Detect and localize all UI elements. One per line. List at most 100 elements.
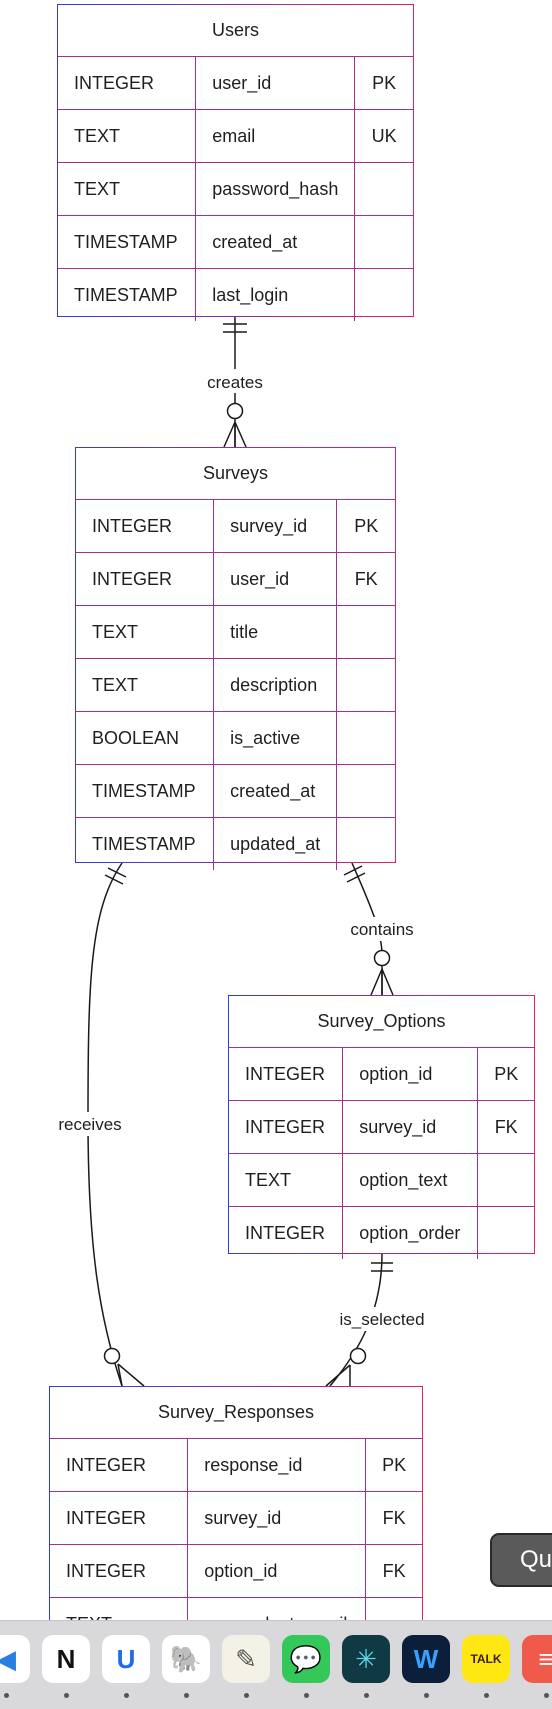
column-key-cell: FK [382, 1560, 406, 1581]
table-title: Users [58, 5, 413, 57]
notion-icon[interactable]: N [42, 1635, 90, 1683]
evernote-icon[interactable]: 🐘 [162, 1635, 210, 1683]
column-name-cell: created_at [196, 216, 356, 268]
column-key-cell: FK [382, 1507, 406, 1528]
rel-contains-one-mark-2 [346, 872, 366, 883]
column-type-cell: TEXT [58, 110, 197, 162]
column-type-cell: INTEGER [50, 1439, 189, 1491]
kakaotalk-icon[interactable]: TALK [462, 1635, 510, 1683]
column-key-cell [355, 163, 413, 215]
column-name-cell: title [214, 606, 338, 658]
vscode-icon[interactable]: ◀ [0, 1635, 30, 1683]
column-key-cell: FK [354, 568, 378, 589]
table-row[interactable]: TEXTrespondent_email [50, 1598, 422, 1625]
app-partial-icon[interactable]: ≡ [522, 1635, 552, 1683]
rel-contains-many-mark [370, 968, 394, 996]
rel-receives-one-mark-2 [104, 874, 124, 885]
column-type-cell: TEXT [58, 163, 197, 215]
column-type-cell: TIMESTAMP [76, 818, 215, 870]
column-type-cell: BOOLEAN [76, 712, 215, 764]
column-name-cell: survey_id [343, 1101, 479, 1153]
toolbox-icon[interactable]: U [102, 1635, 150, 1683]
column-name-cell: user_id [214, 553, 338, 605]
column-key-cell [337, 712, 395, 764]
rel-contains-label: contains [350, 920, 413, 939]
table-title: Surveys [76, 448, 395, 500]
column-type-cell: TIMESTAMP [58, 216, 197, 268]
column-name-cell: created_at [214, 765, 338, 817]
column-name-cell: survey_id [188, 1492, 367, 1544]
messages-icon[interactable]: 💬 [282, 1635, 330, 1683]
running-indicator [304, 1693, 309, 1698]
column-type-cell: INTEGER [229, 1048, 344, 1100]
column-name-cell: user_id [196, 57, 356, 109]
running-indicator [484, 1693, 489, 1698]
column-type-cell: INTEGER [50, 1545, 189, 1597]
column-name-cell: email [196, 110, 356, 162]
column-type-cell: TEXT [76, 659, 215, 711]
column-key-cell [478, 1154, 534, 1206]
running-indicator [244, 1693, 249, 1698]
column-key-cell: PK [494, 1063, 519, 1084]
column-type-cell: INTEGER [58, 57, 197, 109]
column-type-cell: INTEGER [76, 500, 215, 552]
column-name-cell: respondent_email [188, 1598, 367, 1625]
column-key-cell [478, 1207, 534, 1259]
rel-receives-label: receives [58, 1115, 121, 1134]
rel-receives-one-mark-1 [107, 867, 127, 878]
column-key-cell [337, 659, 395, 711]
column-name-cell: response_id [188, 1439, 367, 1491]
running-indicator [64, 1693, 69, 1698]
rel-contains-zero-mark [373, 949, 391, 967]
rel-isselected-many-mark [325, 1364, 351, 1387]
column-type-cell: INTEGER [76, 553, 215, 605]
column-name-cell: is_active [214, 712, 338, 764]
dock-tooltip: Qu [490, 1533, 552, 1587]
rel-isselected-label: is_selected [339, 1310, 424, 1329]
table-title: Survey_Options [229, 996, 534, 1048]
column-name-cell: password_hash [196, 163, 356, 215]
column-type-cell: TIMESTAMP [58, 269, 197, 321]
tooltip-text: Qu [520, 1546, 552, 1573]
column-name-cell: option_order [343, 1207, 479, 1259]
column-type-cell: TEXT [229, 1154, 344, 1206]
textedit-icon[interactable]: ✎ [222, 1635, 270, 1683]
column-name-cell: updated_at [214, 818, 338, 870]
running-indicator [544, 1693, 549, 1698]
column-key-cell: PK [372, 72, 397, 93]
column-name-cell: option_id [188, 1545, 367, 1597]
running-indicator [364, 1693, 369, 1698]
rel-creates-zero-mark [226, 402, 244, 420]
perplexity-icon[interactable]: ✳ [342, 1635, 390, 1683]
column-name-cell: option_text [343, 1154, 479, 1206]
column-key-cell: PK [354, 515, 379, 536]
webex-icon[interactable]: W [402, 1635, 450, 1683]
running-indicator [184, 1693, 189, 1698]
running-indicator [424, 1693, 429, 1698]
